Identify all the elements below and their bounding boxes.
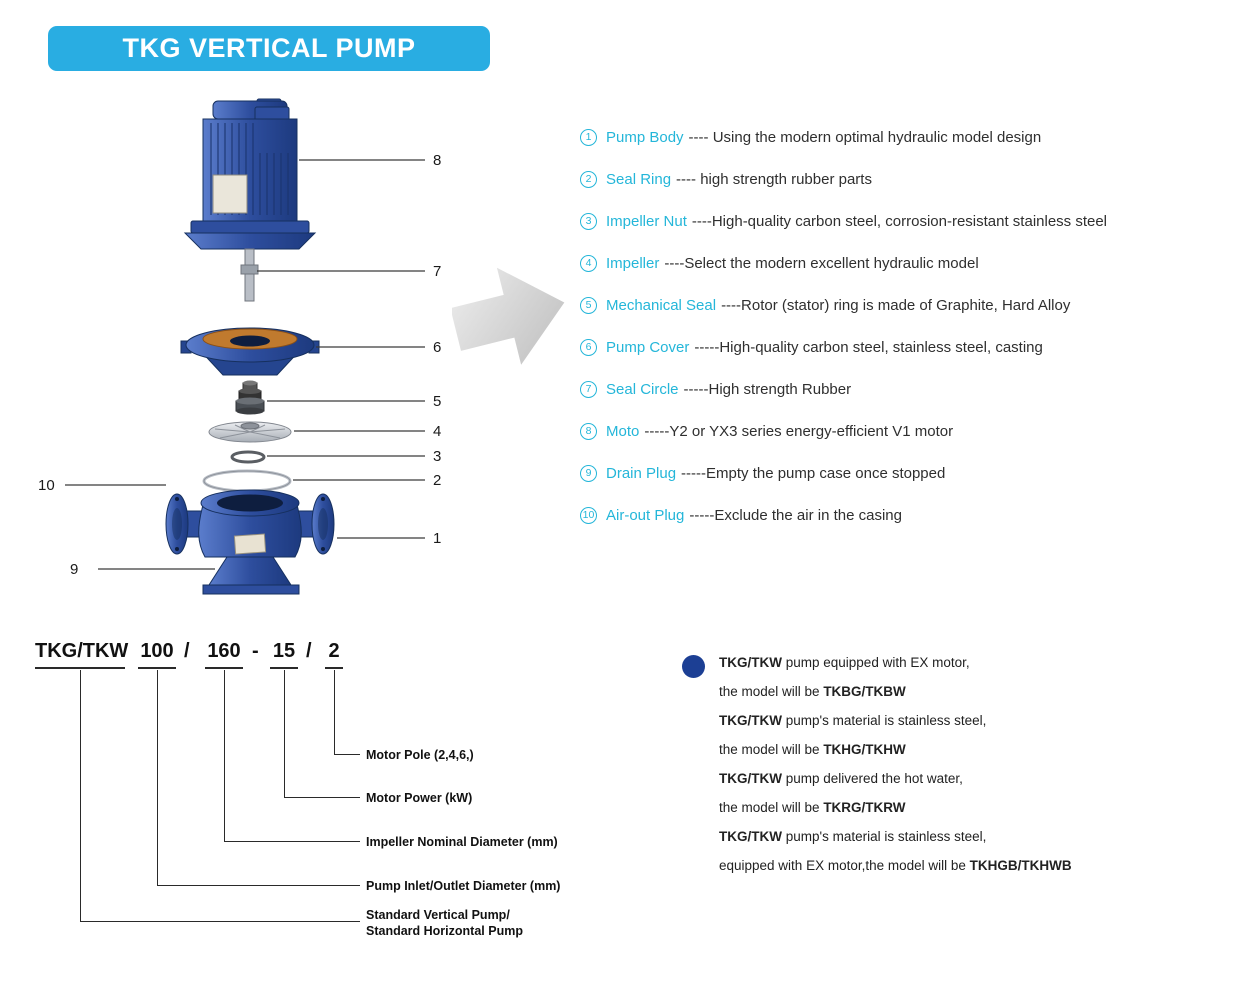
- note-line: the model will be TKBG/TKBW: [719, 684, 906, 699]
- model-separator: /: [306, 640, 312, 662]
- label-pump-type-line2: Standard Horizontal Pump: [366, 923, 523, 938]
- label-motor-pole: Motor Pole (2,4,6,): [366, 748, 474, 762]
- part-number-badge: 10: [580, 506, 597, 524]
- callout-number-2: 2: [433, 472, 441, 489]
- part-number-badge: 9: [580, 464, 597, 482]
- part-item: 7 Seal Circle -----High strength Rubber: [580, 378, 1234, 400]
- note-line: the model will be TKHG/TKHW: [719, 742, 906, 757]
- pump-body-illustration: [165, 489, 335, 595]
- part-item: 6 Pump Cover -----High-quality carbon st…: [580, 336, 1234, 358]
- note-lines: TKG/TKW pump equipped with EX motor, the…: [719, 648, 1162, 880]
- part-item: 10 Air-out Plug -----Exclude the air in …: [580, 504, 1234, 526]
- part-description: -----Exclude the air in the casing: [689, 506, 902, 524]
- mechanical-seal-illustration: [235, 380, 265, 415]
- part-description: -----Y2 or YX3 series energy-efficient V…: [644, 422, 954, 440]
- part-name: Impeller: [606, 254, 660, 272]
- part-item: 1 Pump Body ---- Using the modern optima…: [580, 126, 1234, 148]
- part-name: Drain Plug: [606, 464, 677, 482]
- page-title: TKG VERTICAL PUMP: [122, 33, 416, 63]
- label-pump-type: Standard Vertical Pump/ Standard Horizon…: [366, 908, 523, 939]
- part-item: 4 Impeller ----Select the modern excelle…: [580, 252, 1234, 274]
- pump-cover-illustration: [180, 327, 320, 376]
- part-number-badge: 3: [580, 212, 597, 230]
- part-item: 9 Drain Plug -----Empty the pump case on…: [580, 462, 1234, 484]
- callout-numbers: 8 7 6 5 4 3 2 1 10 9: [38, 152, 441, 578]
- bullet-icon: [682, 655, 705, 678]
- callout-lines: [65, 159, 425, 570]
- note-line: the model will be TKRG/TKRW: [719, 800, 906, 815]
- model-separator: -: [252, 640, 259, 662]
- shaft-illustration: [240, 248, 259, 302]
- part-name: Pump Body: [606, 128, 684, 146]
- callout-number-7: 7: [433, 263, 441, 280]
- impeller-nut-illustration: [230, 450, 266, 464]
- part-number-badge: 8: [580, 422, 597, 440]
- model-series-code: TKG/TKW: [35, 640, 128, 669]
- note-line: TKG/TKW pump's material is stainless ste…: [719, 829, 987, 844]
- part-description: ---- Using the modern optimal hydraulic …: [688, 128, 1042, 146]
- part-description: ---- high strength rubber parts: [676, 170, 872, 188]
- part-number-badge: 7: [580, 380, 597, 398]
- part-number-badge: 4: [580, 254, 597, 272]
- parts-list: 1 Pump Body ---- Using the modern optima…: [580, 126, 1234, 546]
- model-separator: /: [184, 640, 190, 662]
- part-name: Moto: [606, 422, 640, 440]
- part-description: -----High strength Rubber: [683, 380, 852, 398]
- part-number-badge: 5: [580, 296, 597, 314]
- note-line: equipped with EX motor,the model will be…: [719, 858, 1072, 873]
- callout-number-9: 9: [70, 561, 78, 578]
- part-number-badge: 2: [580, 170, 597, 188]
- label-motor-power: Motor Power (kW): [366, 791, 473, 805]
- part-description: -----Empty the pump case once stopped: [681, 464, 946, 482]
- callout-number-10: 10: [38, 477, 55, 494]
- model-power-code: 15: [270, 640, 298, 669]
- seal-ring-illustration: [202, 469, 292, 493]
- callout-number-4: 4: [433, 423, 441, 440]
- model-designation-diagram: TKG/TKW 100 / 160 - 15 / 2 Motor Pole (2…: [30, 640, 690, 970]
- model-pole-code: 2: [325, 640, 343, 669]
- part-item: 5 Mechanical Seal ----Rotor (stator) rin…: [580, 294, 1234, 316]
- part-item: 2 Seal Ring ---- high strength rubber pa…: [580, 168, 1234, 190]
- note-line: TKG/TKW pump's material is stainless ste…: [719, 713, 987, 728]
- part-name: Pump Cover: [606, 338, 690, 356]
- part-description: ----Rotor (stator) ring is made of Graph…: [721, 296, 1071, 314]
- part-number-badge: 1: [580, 128, 597, 146]
- part-name: Seal Circle: [606, 380, 679, 398]
- connector-line-inlet: [157, 670, 360, 886]
- pump-exploded-diagram: 8 7 6 5 4 3 2 1 10 9: [38, 98, 441, 595]
- model-variant-notes: TKG/TKW pump equipped with EX motor, the…: [682, 648, 1162, 880]
- model-inlet-code: 100: [138, 640, 176, 669]
- part-name: Air-out Plug: [606, 506, 685, 524]
- part-name: Seal Ring: [606, 170, 672, 188]
- connector-line-series: [80, 670, 360, 922]
- impeller-illustration: [208, 421, 292, 443]
- motor-illustration: [183, 98, 317, 250]
- part-item: 8 Moto -----Y2 or YX3 series energy-effi…: [580, 420, 1234, 442]
- label-impeller-diameter: Impeller Nominal Diameter (mm): [366, 835, 558, 849]
- label-pump-type-line1: Standard Vertical Pump/: [366, 908, 510, 922]
- callout-number-3: 3: [433, 448, 441, 465]
- note-line: TKG/TKW pump delivered the hot water,: [719, 771, 963, 786]
- callout-number-8: 8: [433, 152, 441, 169]
- part-description: -----High-quality carbon steel, stainles…: [694, 338, 1043, 356]
- part-number-badge: 6: [580, 338, 597, 356]
- callout-number-6: 6: [433, 339, 441, 356]
- title-banner: TKG VERTICAL PUMP: [48, 26, 490, 71]
- part-description: ----Select the modern excellent hydrauli…: [664, 254, 979, 272]
- part-description: ----High-quality carbon steel, corrosion…: [691, 212, 1108, 230]
- callout-number-1: 1: [433, 530, 441, 547]
- connector-line-power: [284, 670, 360, 798]
- note-line: TKG/TKW pump equipped with EX motor,: [719, 655, 970, 670]
- callout-number-5: 5: [433, 393, 441, 410]
- connector-line-impeller: [224, 670, 360, 842]
- part-name: Impeller Nut: [606, 212, 687, 230]
- model-impeller-code: 160: [205, 640, 243, 669]
- part-name: Mechanical Seal: [606, 296, 717, 314]
- connector-line-pole: [334, 670, 360, 755]
- right-arrow-icon: [452, 267, 565, 365]
- label-inlet-diameter: Pump Inlet/Outlet Diameter (mm): [366, 879, 561, 893]
- part-item: 3 Impeller Nut ----High-quality carbon s…: [580, 210, 1234, 232]
